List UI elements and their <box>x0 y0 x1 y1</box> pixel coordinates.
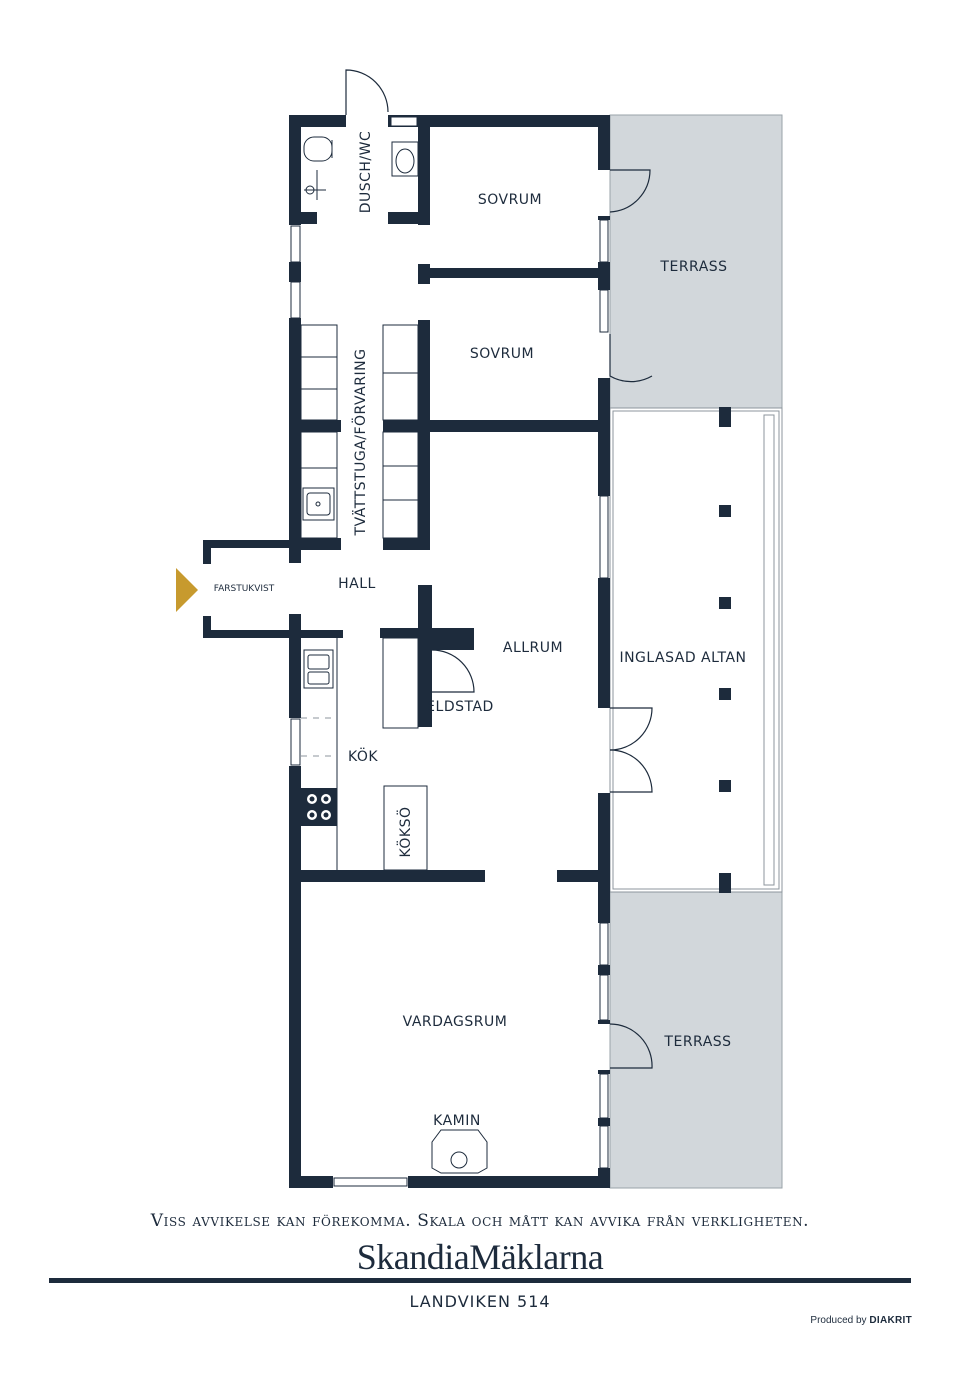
kitchen-island <box>383 785 428 871</box>
label-hall: HALL <box>338 576 376 592</box>
laundry-sink-icon <box>302 487 335 521</box>
glazed-veranda-frame <box>609 407 783 893</box>
storage-cabinets <box>300 324 419 539</box>
brand-logo: SkandiaMäklarna <box>356 1237 604 1277</box>
doors <box>345 69 653 1069</box>
floor-plan: DUSCH/WC SOVRUM TERRASS SOVRUM TVÄTTSTUG… <box>176 69 783 1189</box>
label-kok: KÖK <box>348 747 378 765</box>
label-sovrum-1: SOVRUM <box>478 192 542 208</box>
entrance-marker-icon <box>176 568 198 612</box>
label-vardagsrum: VARDAGSRUM <box>403 1014 508 1030</box>
producer-credit: Produced by DIAKRIT <box>810 1315 912 1326</box>
label-terrass-2: TERRASS <box>663 1034 731 1050</box>
allrum-cabinet <box>382 637 419 729</box>
label-farstukvist: FARSTUKVIST <box>214 584 275 594</box>
property-address: LANDVIKEN 514 <box>409 1292 551 1311</box>
kitchen-sink-icon <box>303 649 334 689</box>
disclaimer-text: Viss avvikelse kan förekomma. Skala och … <box>150 1211 810 1231</box>
terrace-top-area <box>609 114 783 409</box>
producer-prefix: Produced by <box>810 1315 867 1326</box>
label-tvattstuga: TVÄTTSTUGA/FÖRVARING <box>351 349 369 537</box>
label-kamin: KAMIN <box>433 1113 481 1129</box>
label-terrass-1: TERRASS <box>659 259 727 275</box>
label-kokso: KÖKSÖ <box>396 806 414 857</box>
stove-icon <box>301 788 337 826</box>
footer-divider <box>49 1278 911 1283</box>
label-dusch-wc: DUSCH/WC <box>358 131 374 214</box>
label-sovrum-2: SOVRUM <box>470 346 534 362</box>
label-eldstad: ELDSTAD <box>426 699 494 715</box>
bathroom-sink-icon <box>391 141 419 177</box>
interior-walls <box>203 115 610 882</box>
kitchen-counter <box>301 638 338 870</box>
terrace-bottom-area <box>609 891 783 1189</box>
toilet-icon <box>303 136 333 162</box>
kamin-stove-icon <box>431 1129 488 1174</box>
label-inglasad-altan: INGLASAD ALTAN <box>619 650 746 666</box>
producer-name: DIAKRIT <box>869 1315 912 1326</box>
label-allrum: ALLRUM <box>503 640 563 656</box>
shower-icon <box>304 170 326 200</box>
windows <box>290 116 609 1187</box>
